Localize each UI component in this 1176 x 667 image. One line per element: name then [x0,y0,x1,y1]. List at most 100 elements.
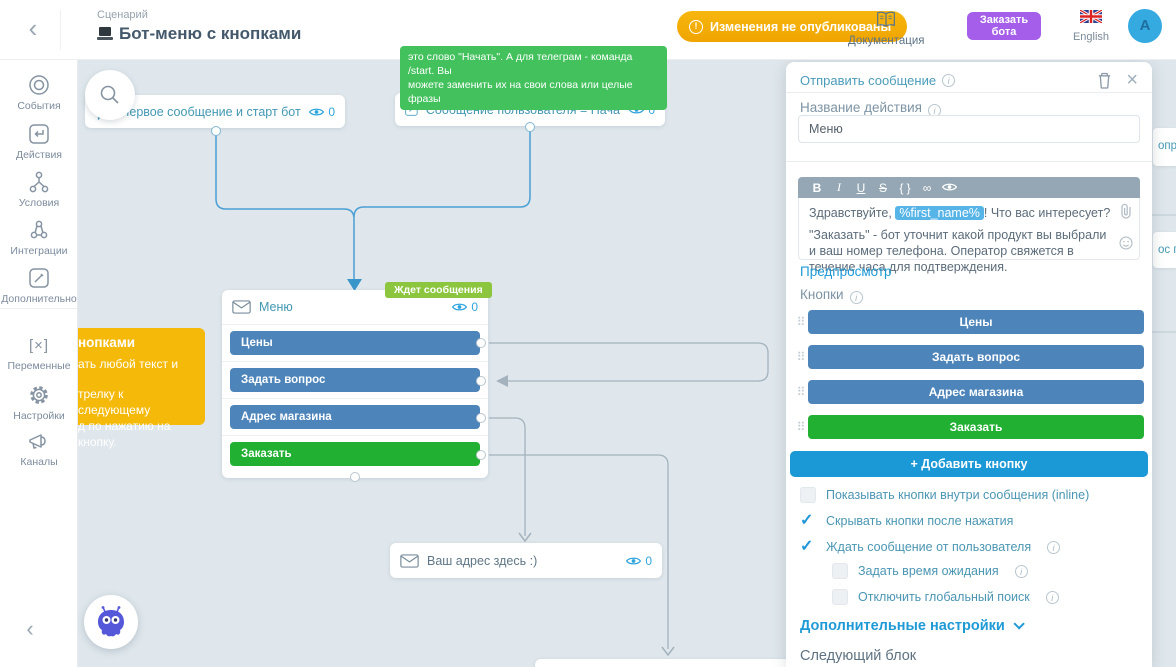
close-icon[interactable]: × [1126,69,1138,91]
checkbox-unchecked-icon [800,487,816,503]
uk-flag-icon [1079,8,1103,25]
strikethrough-button[interactable]: S [878,180,887,195]
add-button-button[interactable]: + Добавить кнопку [790,451,1148,477]
eye-icon [941,183,957,190]
sidebar-item-integrations[interactable]: Интеграции [0,218,78,257]
info-icon[interactable]: i [1014,564,1028,578]
sidebar-item-events[interactable]: События [0,73,78,112]
info-icon[interactable]: i [1045,590,1059,604]
checkbox-inline-buttons[interactable]: Показывать кнопки внутри сообщения (inli… [800,487,1089,503]
drag-handle-icon[interactable]: ⠿ [796,315,806,329]
page-title: Бот-меню с кнопками [97,24,301,44]
node-title: Ваш адрес здесь :) [427,553,538,568]
checkbox-set-wait-time[interactable]: Задать время ожидания i [832,563,1028,579]
node-menu[interactable]: Меню 0 Цены Задать вопрос Адрес магазина… [222,290,488,478]
sidebar-item-settings[interactable]: Настройки [0,383,78,422]
menu-button-prices[interactable]: Цены [230,331,480,355]
variable-braces-button[interactable]: { } [899,180,911,195]
connector-dot[interactable] [476,376,486,386]
info-icon[interactable]: i [1047,540,1061,554]
drag-handle-icon[interactable]: ⠿ [796,385,806,399]
hint-line: ать любой текст и [78,357,179,371]
order-bot-button[interactable]: Заказать бота [967,12,1041,40]
sidebar-item-channels[interactable]: Каналы [0,431,78,468]
menu-button-address[interactable]: Адрес магазина [230,405,480,429]
connector-dot[interactable] [476,413,486,423]
node-title: Меню [259,300,293,314]
canvas-search-button[interactable] [85,70,135,120]
smiley-icon [1119,236,1133,250]
next-block-label: Следующий блок [800,648,917,664]
connector-dot[interactable] [476,338,486,348]
connector-dot[interactable] [211,126,221,136]
panel-button-question[interactable]: Задать вопрос [808,345,1144,369]
bold-button[interactable]: B [812,180,822,195]
branch-icon [29,171,49,193]
warning-icon: ! [689,19,703,34]
drag-handle-icon[interactable]: ⠿ [796,350,806,364]
sidebar-item-conditions[interactable]: Условия [0,170,78,209]
hint-line: это слово "Начать". А для телеграм - ком… [408,51,633,77]
checkbox-disable-global-search[interactable]: Отключить глобальный поиск i [832,589,1059,605]
integration-icon [30,220,48,239]
info-icon[interactable]: i [942,73,956,87]
sidebar-item-variables[interactable]: [×] Переменные [0,335,78,372]
trash-icon[interactable] [1097,72,1112,89]
node-your-address[interactable]: Ваш адрес здесь :) 0 [390,543,662,578]
back-button[interactable]: ‹ [28,13,38,43]
connector-dot[interactable] [525,122,535,132]
action-settings-panel: Отправить сообщение i × Название действи… [786,62,1152,667]
advanced-settings-link[interactable]: Дополнительные настройки [800,618,1025,634]
documentation-button[interactable]: Документация [848,11,925,47]
laptop-icon [97,27,113,40]
action-name-input[interactable] [798,115,1140,143]
node-fragment[interactable]: ос п [1153,232,1176,268]
panel-button-order[interactable]: Заказать [808,415,1144,439]
checkbox-unchecked-icon [832,589,848,605]
panel-title: Отправить сообщение [800,72,937,88]
hint-line: нопками [78,335,136,350]
user-avatar[interactable]: A [1128,9,1162,43]
attachment-button[interactable] [1119,203,1133,223]
breadcrumb: Сценарий [97,9,148,21]
views-count: 0 [645,553,652,568]
node-next-block-partial[interactable] [535,659,793,667]
collapse-sidebar-button[interactable]: ‹ [26,616,34,641]
drag-handle-icon[interactable]: ⠿ [796,420,806,434]
variable-chip[interactable]: %first_name% [895,206,984,220]
menu-button-question[interactable]: Задать вопрос [230,368,480,392]
chevron-down-icon [1013,618,1025,630]
menu-button-order[interactable]: Заказать [230,442,480,466]
book-icon [877,11,895,27]
link-button[interactable]: ∞ [922,180,932,195]
italic-button[interactable]: I [837,180,841,194]
checkbox-checked-icon: ✓ [800,512,814,529]
checkbox-hide-after-click[interactable]: ✓ Скрывать кнопки после нажатия [800,512,1014,529]
panel-button-prices[interactable]: Цены [808,310,1144,334]
panel-button-address[interactable]: Адрес магазина [808,380,1144,404]
connector-dot[interactable] [476,450,486,460]
checkbox-checked-icon: ✓ [800,538,814,555]
language-switcher[interactable]: English [1070,8,1112,43]
top-bar: ‹ Сценарий Бот-меню с кнопками ! Изменен… [0,0,1176,60]
node-fragment[interactable]: опр [1153,128,1176,166]
info-icon[interactable]: i [849,291,863,304]
preview-eye-button[interactable] [938,181,960,195]
views-count: 0 [328,104,335,119]
emoji-button[interactable] [1119,236,1133,254]
left-toolbar: События Действия Условия Интеграции Допо… [0,60,78,667]
eye-icon [626,557,642,564]
pencil-square-icon [29,268,49,288]
assistant-mascot[interactable] [84,595,138,649]
sidebar-item-actions[interactable]: Действия [0,122,78,161]
hint-line: трелку к следующему [78,387,151,417]
message-editor[interactable]: Здравствуйте, %first_name%! Что вас инте… [798,198,1140,274]
target-icon [29,75,49,95]
preview-link[interactable]: Предпросмотр [800,264,892,279]
views-count: 0 [471,300,478,314]
connector-dot[interactable] [350,472,360,482]
checkbox-wait-user-message[interactable]: ✓ Ждать сообщение от пользователя i [800,538,1061,555]
sidebar-item-extra[interactable]: Дополнительно [0,266,78,305]
action-icon [29,124,49,144]
underline-button[interactable]: U [856,180,866,195]
